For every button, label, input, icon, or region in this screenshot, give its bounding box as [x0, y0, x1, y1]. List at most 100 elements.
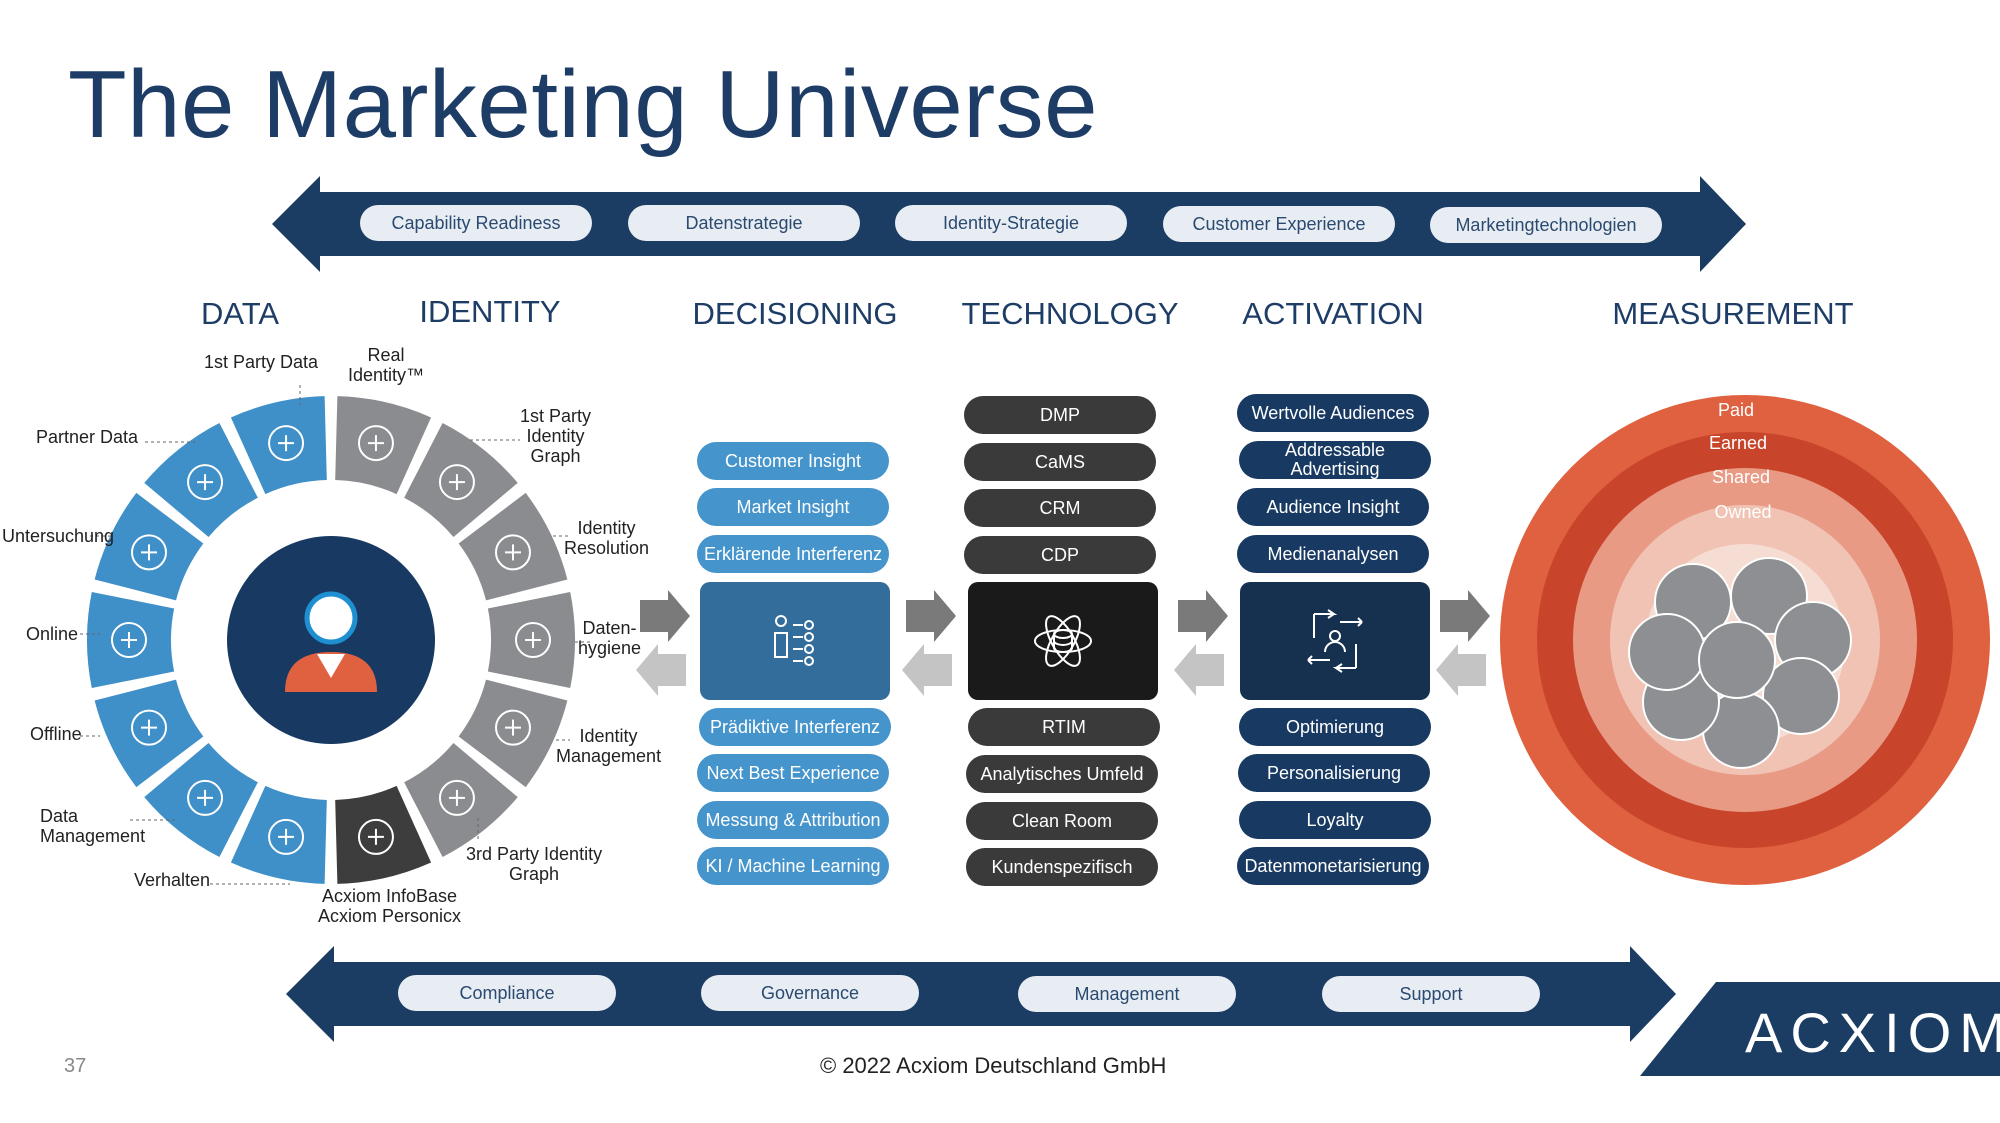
btn-cdp[interactable]: CDP [964, 536, 1156, 574]
online-icon [111, 622, 147, 658]
label-identity-management: Identity Management [556, 726, 662, 766]
wheel-segment-6 [404, 742, 518, 857]
arrow-back-2 [902, 644, 952, 696]
label-real-identity: Real Identity™ [348, 345, 425, 385]
btn-market-insight[interactable]: Market Insight [697, 488, 889, 526]
channel-icon-7 [1628, 613, 1706, 691]
header-activation: ACTIVATION [1242, 296, 1424, 331]
btn-personalisierung[interactable]: Personalisierung [1238, 754, 1430, 792]
venn-icon [357, 818, 394, 855]
ring-label-paid: Paid [1717, 400, 1755, 420]
acxiom-logo: ACXIOM [1745, 1001, 2000, 1064]
btn-kundenspezifisch[interactable]: Kundenspezifisch [966, 848, 1158, 886]
bottom-pill-management: Management [1018, 976, 1236, 1012]
label-3rd-party-identity-graph: 3rd Party Identity Graph [466, 844, 603, 884]
label-partner-data: Partner Data [36, 427, 139, 447]
btn-cams[interactable]: CaMS [964, 443, 1156, 481]
label-untersuchung: Untersuchung [2, 526, 115, 546]
wheel-segment-13 [144, 423, 258, 538]
tree-icon [774, 615, 814, 666]
top-pill-2: Datenstrategie [628, 205, 860, 241]
database-icon [1034, 615, 1092, 667]
arrow-fwd-1 [640, 590, 690, 642]
btn-messung-attribution[interactable]: Messung & Attribution [697, 801, 889, 839]
behavior-icon [268, 425, 305, 462]
channel-icon-4 [1762, 657, 1840, 735]
top-pill-5: Marketingtechnologien [1430, 207, 1662, 243]
btn-clean-room[interactable]: Clean Room [966, 802, 1158, 840]
label-1st-party-data: 1st Party Data [204, 352, 319, 372]
header-identity: IDENTITY [419, 294, 561, 329]
page-number: 37 [64, 1055, 87, 1077]
network-icon [268, 818, 305, 855]
user-circle-icon [438, 464, 475, 501]
wheel-segment-8 [230, 785, 327, 884]
top-pill-1: Capability Readiness [360, 205, 592, 241]
btn-praediktive-interferenz[interactable]: Prädiktive Interferenz [699, 708, 891, 746]
ad-icon [131, 534, 168, 571]
bottom-pill-support: Support [1322, 976, 1540, 1012]
btn-analytisches-umfeld[interactable]: Analytisches Umfeld [966, 755, 1158, 793]
btn-crm[interactable]: CRM [964, 489, 1156, 527]
backward-arrows [636, 644, 1486, 696]
label-data-management: Data Management [40, 806, 146, 846]
channel-icon-8 [1698, 621, 1776, 699]
ring-label-owned: Owned [1714, 502, 1772, 522]
btn-loyalty[interactable]: Loyalty [1239, 801, 1431, 839]
btn-medienanalysen[interactable]: Medienanalysen [1237, 535, 1429, 573]
btn-datenmonetarisierung[interactable]: Datenmonetarisierung [1237, 847, 1429, 885]
check-icon [515, 622, 551, 658]
gears-icon [187, 464, 224, 501]
header-measurement: MEASUREMENT [1612, 296, 1854, 331]
label-offline: Offline [30, 724, 82, 744]
btn-optimierung[interactable]: Optimierung [1239, 708, 1431, 746]
bottom-pill-governance: Governance [701, 975, 919, 1011]
logo-banner [1640, 982, 2000, 1076]
tree-icon [438, 779, 475, 816]
btn-next-best-experience[interactable]: Next Best Experience [697, 754, 889, 792]
header-decisioning: DECISIONING [692, 296, 898, 331]
btn-erklaerende-interferenz[interactable]: Erklärende Interferenz [697, 535, 889, 573]
label-1st-party-identity-graph: 1st Party Identity Graph [520, 406, 592, 466]
label-acxiom-infobase: Acxiom InfoBase Acxiom Personicx [318, 886, 462, 926]
person-icon [285, 591, 377, 692]
wheel-segment-1 [335, 396, 432, 495]
top-pill-4: Customer Experience [1163, 206, 1395, 242]
wheel-segment-7 [335, 785, 432, 884]
globe-icon [494, 709, 531, 746]
top-pill-3: Identity-Strategie [895, 205, 1127, 241]
label-datenhygiene: Daten- hygiene [578, 618, 642, 658]
arrow-back-4 [1436, 644, 1486, 696]
forward-arrows [640, 590, 1490, 642]
wheel-segment-14 [230, 396, 327, 495]
wheel-segment-9 [144, 742, 258, 857]
copyright: © 2022 Acxiom Deutschland GmbH [820, 1053, 1167, 1078]
arrow-fwd-3 [1178, 590, 1228, 642]
btn-addressable-advertising[interactable]: Addressable Advertising [1239, 441, 1431, 479]
decisioning-tile [700, 582, 890, 700]
label-identity-resolution: Identity Resolution [564, 518, 650, 558]
btn-ki-machine-learning[interactable]: KI / Machine Learning [697, 847, 889, 885]
btn-audience-insight[interactable]: Audience Insight [1237, 488, 1429, 526]
ring-label-shared: Shared [1711, 467, 1771, 487]
activation-tile [1240, 582, 1430, 700]
btn-wertvolle-audiences[interactable]: Wertvolle Audiences [1237, 394, 1429, 432]
hierarchy-icon [494, 534, 531, 571]
btn-dmp[interactable]: DMP [964, 396, 1156, 434]
arrow-back-1 [636, 644, 686, 696]
wheel-segment-2 [404, 423, 518, 538]
id-card-icon [357, 425, 394, 462]
bottom-pill-compliance: Compliance [398, 975, 616, 1011]
ring-label-earned: Earned [1708, 433, 1768, 453]
arrow-fwd-2 [906, 590, 956, 642]
btn-rtim[interactable]: RTIM [968, 708, 1160, 746]
btn-customer-insight[interactable]: Customer Insight [697, 442, 889, 480]
page-title: The Marketing Universe [68, 51, 1099, 158]
header-data: DATA [200, 296, 280, 331]
research-icon [131, 709, 168, 746]
label-verhalten: Verhalten [134, 870, 211, 890]
